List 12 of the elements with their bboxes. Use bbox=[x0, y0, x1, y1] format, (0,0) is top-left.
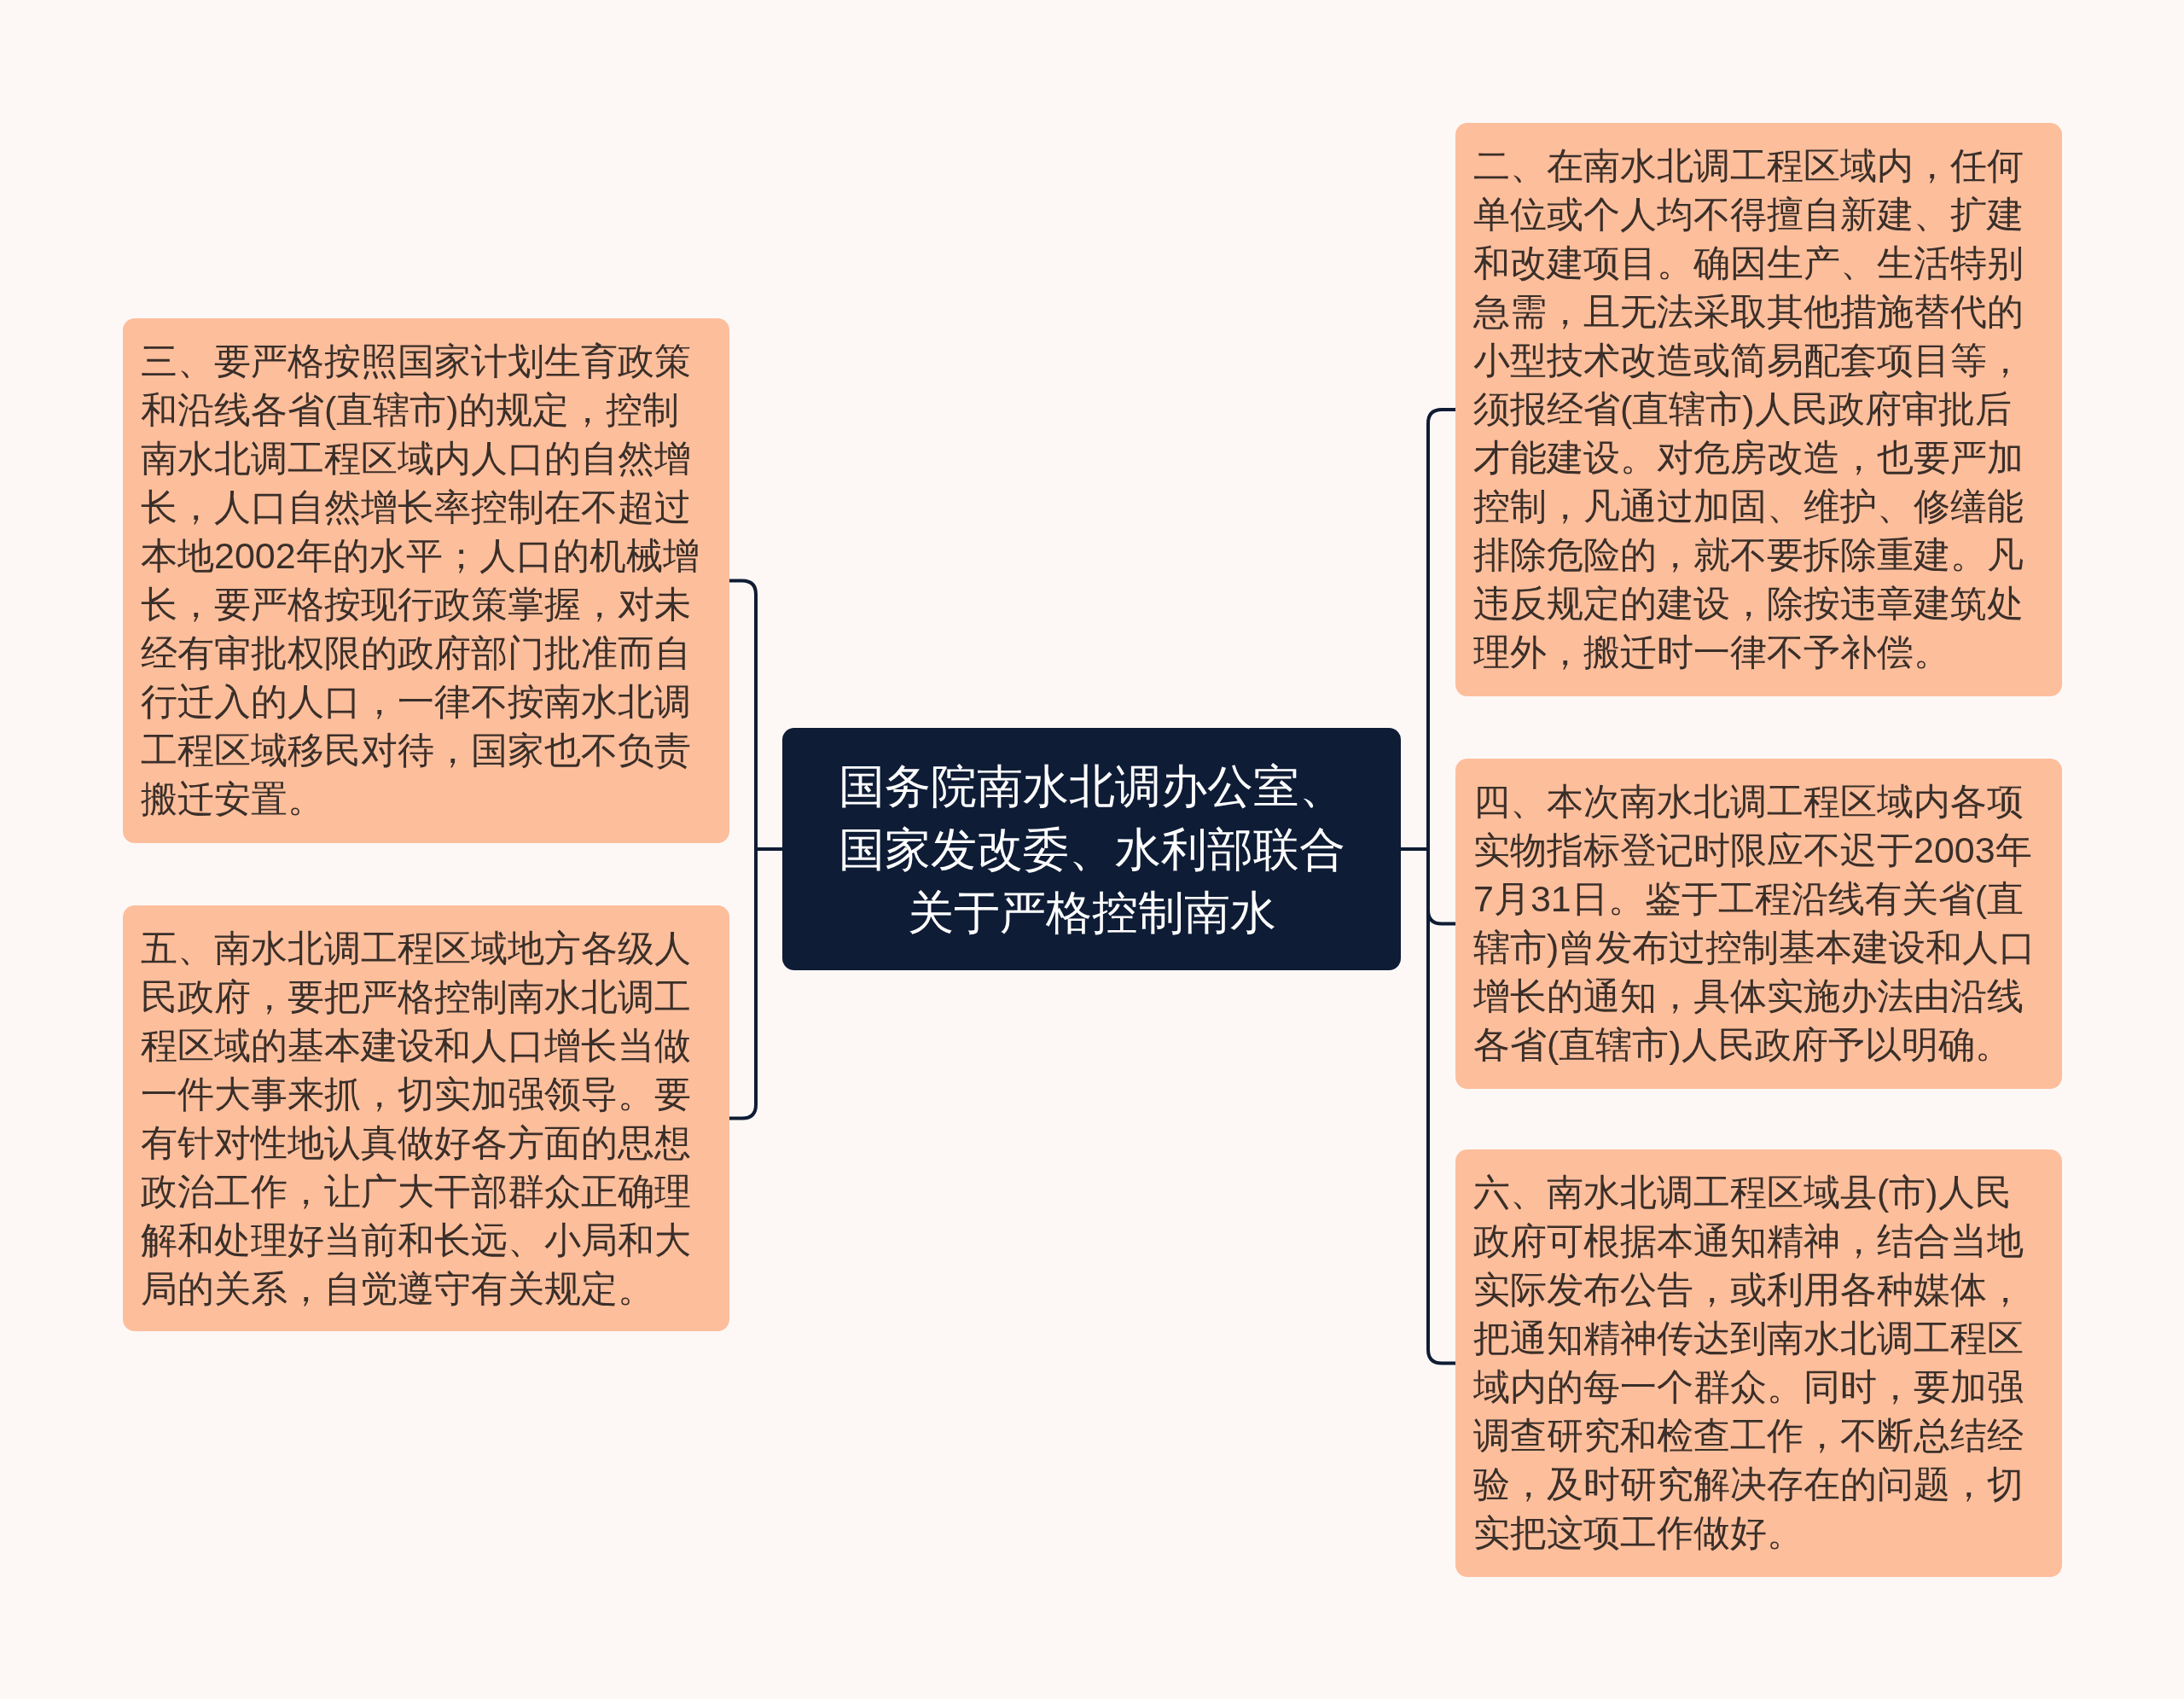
note-text: 二、在南水北调工程区域内，任何单位或个人均不得擅自新建、扩建和改建项目。确因生产、生活特别急需，且无法采取其他措施替代的小型技术改造或简易配套项目等，须报经省(直辖市)人民政府审批后才能建设。对危房改造，也要严加控制，凡通过加固、维护、修缮能排除危险的，就不要拆除重建。凡违反规定的建设，除按违章建筑处理外，搬迁时一律不予补偿。 bbox=[1473, 144, 2024, 674]
note-text: 三、要严格按照国家计划生育政策和沿线各省(直辖市)的规定，控制南水北调工程区域内人口的自然增长，人口自然增长率控制在不超过本地2002年的水平；人口的机械增长，要严格按现行政策掌握，对未经有审批权限的政府部门批准而自行迁入的人口，一律不按南水北调工程区域移民对待，国家也不负责搬迁安置。 bbox=[141, 340, 700, 821]
note-box bbox=[1455, 759, 2062, 1089]
note-box bbox=[123, 318, 729, 843]
note-box bbox=[123, 905, 729, 1331]
topic-text: 国务院南水北调办公室、国家发改委、水利部联合关于严格控制南水 bbox=[837, 759, 1346, 940]
note-text: 五、南水北调工程区域地方各级人民政府，要把严格控制南水北调工程区域的基本建设和人口增长当做一件大事来抓，切实加强领导。要有针对性地认真做好各方面的思想政治工作，让广大干部群众正确理解和处理好当前和长远、小局和大局的关系，自觉遵守有关规定。 bbox=[141, 927, 692, 1311]
note-box bbox=[1455, 1149, 2062, 1577]
topic-box bbox=[782, 728, 1401, 970]
note-box bbox=[1455, 123, 2062, 696]
note-text: 六、南水北调工程区域县(市)人民政府可根据本通知精神，结合当地实际发布公告，或利用各种媒体，把通知精神传达到南水北调工程区域内的每一个群众。同时，要加强调查研究和检查工作，不断总结经验，及时研究解决存在的问题，切实把这项工作做好。 bbox=[1473, 1171, 2024, 1555]
note-text: 四、本次南水北调工程区域内各项实物指标登记时限应不迟于2003年7月31日。鉴于工程沿线有关省(直辖市)曾发布过控制基本建设和人口增长的通知，具体实施办法由沿线各省(直辖市)人民政府予以明确。 bbox=[1473, 780, 2037, 1067]
